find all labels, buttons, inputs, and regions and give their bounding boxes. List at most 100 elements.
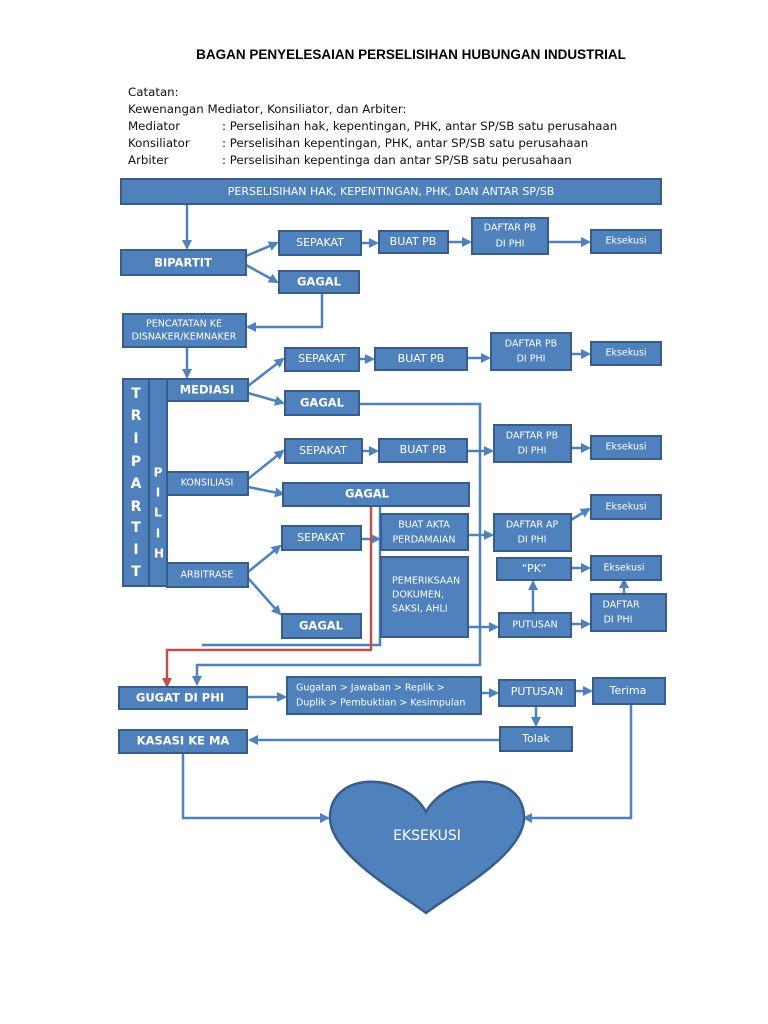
pilih-letter: I [156,486,160,500]
pk-box: “PK” [496,557,572,581]
eksekusi-box-4: Eksekusi [590,494,662,520]
kasasi-label: KASASI KE MA [137,734,230,748]
tripartit-letter: T [131,520,141,536]
daftar-phi-label-line2: DI PHI [604,615,633,626]
tripartit-letter: I [133,542,138,558]
putusan-box-1: PUTUSAN [498,612,572,638]
tripartit-letter: R [131,499,142,515]
terima-label: Terima [609,684,647,697]
pemeriksaan-label-line2: DOKUMEN, [392,590,444,601]
eksekusi-label: Eksekusi [605,442,646,453]
sepakat-label: SEPAKAT [299,444,347,457]
connector [247,577,282,616]
eksekusi-box-2: Eksekusi [590,341,662,366]
daftar-ap-box: DAFTAR AP DI PHI [493,513,572,552]
notes-text: : Perselisihan kepentingan, PHK, antar S… [222,136,589,150]
eksekusi-heart: EKSEKUSI [328,780,526,915]
notes-kewenangan: Kewenangan Mediator, Konsiliator, dan Ar… [128,102,407,116]
notes-row-mediator: Mediator: Perselisihan hak, kepentingan,… [128,118,617,135]
tripartit-letter: P [131,454,141,470]
arbitrase-box: ARBITRASE [166,562,249,588]
connector [245,241,279,258]
daftar-pb-label-line2: DI PHI [496,239,525,250]
sepakat-box-3: SEPAKAT [284,438,363,464]
pencatatan-box: PENCATATAN KE DISNAKER/KEMNAKER [122,313,247,348]
daftar-pb-box-3: DAFTAR PB DI PHI [493,424,572,463]
connector [247,544,282,573]
connectors [162,204,633,823]
eksekusi-label: Eksekusi [603,563,644,574]
pencatatan-label-line2: DISNAKER/KEMNAKER [132,332,237,343]
buat-pb-box-1: BUAT PB [378,230,449,254]
putusan-label: PUTUSAN [511,685,563,698]
daftar-pb-box-2: DAFTAR PB DI PHI [490,332,572,371]
mediasi-box: MEDIASI [166,378,249,402]
daftar-phi-label-line1: DAFTAR [602,600,640,611]
konsiliasi-label: KONSILIASI [181,478,234,489]
buat-akta-label-line1: BUAT AKTA [398,520,450,531]
proses-phi-label-line2: Duplik > Pembuktian > Kesimpulan [296,698,465,709]
daftar-pb-label-line1: DAFTAR PB [505,339,557,350]
terima-box: Terima [592,677,666,705]
pencatatan-label-line1: PENCATATAN KE [146,319,222,330]
pilih-letter: P [154,466,163,480]
bipartit-box: BIPARTIT [120,249,247,276]
notes-text: : Perselisihan hak, kepentingan, PHK, an… [222,119,618,133]
daftar-pb-label-line1: DAFTAR PB [484,223,536,234]
sepakat-box-4: SEPAKAT [281,525,362,551]
notes-text: : Perselisihan kepentinga dan antar SP/S… [222,153,572,167]
daftar-ap-label-line2: DI PHI [518,535,547,546]
tripartit-letter: I [133,431,138,447]
buat-pb-box-2: BUAT PB [374,347,468,371]
notes-row-konsiliator: Konsiliator: Perselisihan kepentingan, P… [128,135,617,152]
proses-phi-box: Gugatan > Jawaban > Replik > Duplik > Pe… [286,676,482,715]
tripartit-letter: T [131,386,141,402]
sepakat-label: SEPAKAT [296,236,344,249]
pilih-letter: I [156,527,160,541]
connector [245,263,279,284]
gagal-box-1: GAGAL [278,270,360,294]
eksekusi-box-1: Eksekusi [590,229,662,254]
buat-akta-box: BUAT AKTA PERDAMAIAN [380,513,469,551]
buat-pb-label: BUAT PB [400,443,447,456]
top-box: PERSELISIHAN HAK, KEPENTINGAN, PHK, DAN … [120,178,662,205]
sepakat-box-2: SEPAKAT [284,347,360,372]
daftar-pb-label-line2: DI PHI [517,354,546,365]
daftar-pb-label-line1: DAFTAR PB [506,431,558,442]
connector [570,507,591,522]
top-box-label: PERSELISIHAN HAK, KEPENTINGAN, PHK, DAN … [228,185,555,198]
connector [247,449,285,480]
connector [247,391,285,406]
eksekusi-box-5: Eksekusi [590,555,662,581]
connector [192,402,482,686]
tolak-box: Tolak [499,726,573,752]
buat-pb-box-3: BUAT PB [378,438,468,463]
gagal-box-3: GAGAL [282,482,470,507]
pk-label: “PK” [522,562,547,575]
notes: Catatan: Kewenangan Mediator, Konsiliato… [128,84,617,169]
tripartit-box: T R I P A R T I T [122,378,150,587]
konsiliasi-box: KONSILIASI [166,471,249,496]
connector [247,357,285,387]
connector [522,704,633,823]
connector-red [162,506,373,688]
gugat-phi-box: GUGAT DI PHI [118,686,248,710]
gagal-label: GAGAL [297,275,342,289]
daftar-pb-label-line2: DI PHI [518,446,547,457]
tolak-label: Tolak [521,732,550,745]
buat-pb-label: BUAT PB [398,352,445,365]
gagal-box-2: GAGAL [284,390,360,416]
gagal-box-4: GAGAL [281,613,362,639]
sepakat-label: SEPAKAT [298,352,346,365]
gagal-label: GAGAL [345,487,390,501]
eksekusi-label: Eksekusi [605,236,646,247]
pilih-box: P I L I H [148,378,168,587]
sepakat-label: SEPAKAT [297,531,345,544]
eksekusi-heart-label: EKSEKUSI [393,828,461,844]
daftar-ap-label-line1: DAFTAR AP [506,520,559,531]
tripartit-letter: R [131,408,142,424]
arbitrase-label: ARBITRASE [181,570,234,581]
gagal-label: GAGAL [300,396,345,410]
notes-catatan: Catatan: [128,85,179,99]
